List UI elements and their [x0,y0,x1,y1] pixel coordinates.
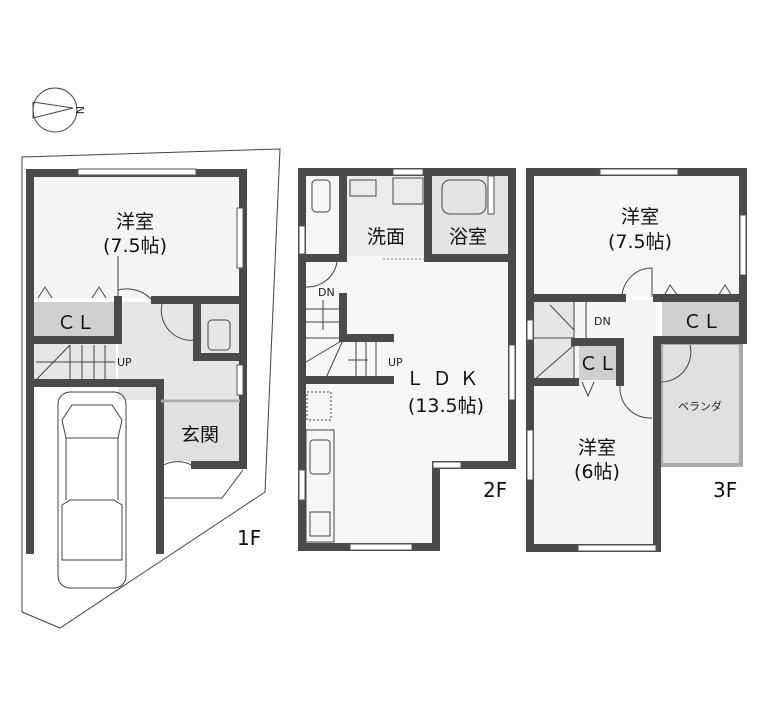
svg-text:N: N [73,106,86,114]
floor-1f: UP 洋室 (7.5帖) ＣＬ 玄関 1F [21,148,281,629]
svg-text:1F: 1F [237,526,261,550]
svg-text:DN: DN [594,315,611,328]
svg-text:3F: 3F [713,478,737,502]
svg-text:ＣＬ: ＣＬ [579,353,617,375]
washer-icon [392,177,424,205]
closet-bg [579,344,617,380]
site-boundary [21,148,281,629]
stairs-icon [533,302,587,381]
svg-text:ＬＤＫ: ＬＤＫ [405,368,486,390]
genkan-bg [161,403,240,461]
room-bg [34,177,240,298]
stairs-icon [35,344,115,381]
kitchen-counter [305,429,335,543]
closet-bg [34,302,116,338]
closet-bg [662,301,740,337]
svg-text:洋室: 洋室 [116,211,154,233]
svg-text:洋室: 洋室 [621,206,659,228]
approach-line [160,469,244,499]
compass-icon: N [32,87,86,133]
svg-text:UP: UP [388,356,403,369]
washbasin-icon [349,179,377,197]
svg-text:ＣＬ: ＣＬ [57,312,95,334]
toilet-icon [311,179,331,213]
svg-text:ベランダ: ベランダ [678,399,722,413]
bathtub-icon [441,179,487,215]
svg-text:玄関: 玄関 [181,424,219,446]
svg-text:DN: DN [318,286,335,299]
svg-text:2F: 2F [483,478,507,502]
stairs-icon [305,300,377,379]
svg-text:(7.5帖): (7.5帖) [608,231,672,253]
svg-text:浴室: 浴室 [449,226,487,248]
svg-text:(13.5帖): (13.5帖) [408,395,484,417]
svg-text:(7.5帖): (7.5帖) [103,235,167,257]
svg-text:(6帖): (6帖) [574,461,620,483]
svg-text:洗面: 洗面 [367,226,405,248]
svg-text:ＣＬ: ＣＬ [683,311,721,333]
floor-3f: DN 洋室 (7.5帖) ＣＬ ＣＬ 洋室 (6帖) ベランダ 3F [526,168,747,552]
veranda-bg [659,341,743,467]
toilet-icon [207,319,231,351]
stove-icon [309,511,331,537]
sink-icon [309,439,331,475]
car-icon [57,391,127,589]
svg-text:UP: UP [117,356,132,369]
svg-text:洋室: 洋室 [578,437,616,459]
floor-2f: DN UP 洗面 浴室 ＬＤＫ (13.5帖) 2F [298,168,516,552]
fridge-space [306,391,332,421]
